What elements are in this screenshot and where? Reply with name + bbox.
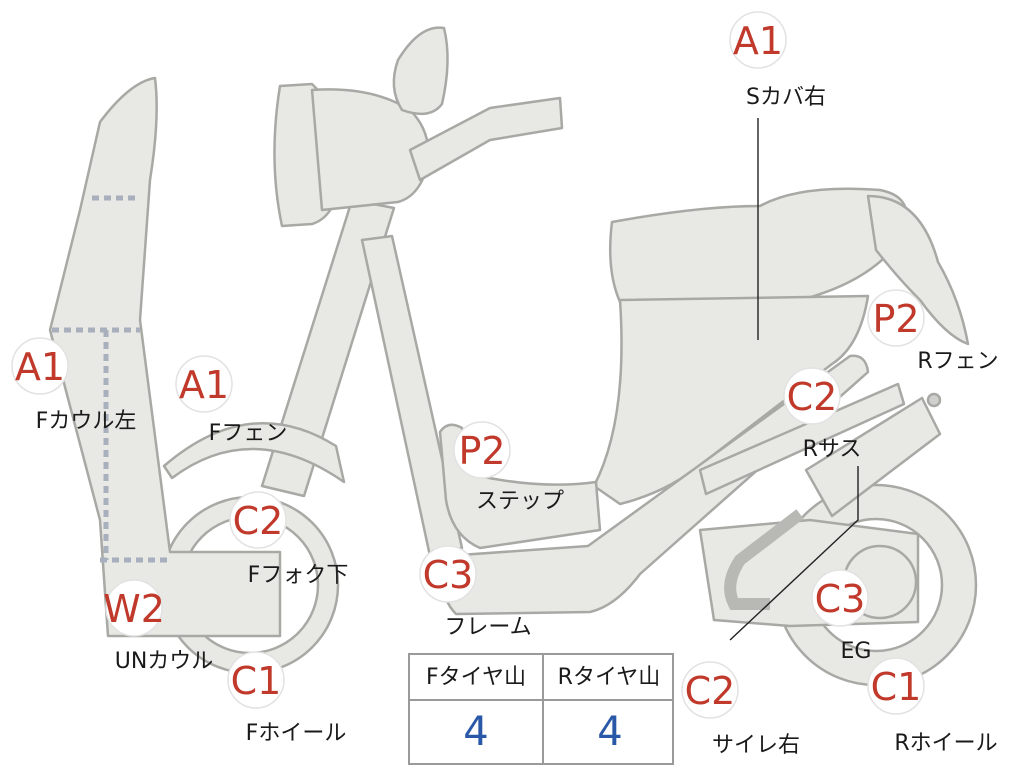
svg-text:C2: C2 bbox=[787, 375, 838, 419]
front-fork bbox=[260, 198, 396, 498]
svg-text:C1: C1 bbox=[871, 665, 922, 709]
svg-text:A1: A1 bbox=[15, 345, 65, 389]
svg-text:EG: EG bbox=[841, 639, 872, 664]
tire-tread-table: Fタイヤ山 Rタイヤ山 4 4 bbox=[408, 653, 674, 765]
svg-text:サイレ右: サイレ右 bbox=[712, 733, 800, 758]
muffler-pipe bbox=[724, 509, 804, 610]
svg-text:UNカウル: UNカウル bbox=[115, 649, 214, 674]
handle-cover bbox=[310, 88, 430, 212]
front-fender bbox=[162, 422, 346, 484]
svg-text:Rホイール: Rホイール bbox=[894, 731, 997, 756]
svg-text:フレーム: フレーム bbox=[444, 615, 531, 640]
svg-text:C1: C1 bbox=[231, 659, 282, 703]
svg-text:Fフェン: Fフェン bbox=[209, 421, 288, 446]
marker-uncowl: W2 UNカウル bbox=[103, 579, 214, 674]
svg-text:P2: P2 bbox=[872, 297, 919, 341]
front-tire-value: 4 bbox=[463, 709, 489, 755]
svg-text:C3: C3 bbox=[815, 577, 866, 621]
svg-text:C2: C2 bbox=[233, 499, 284, 543]
rear-tire-header: Rタイヤ山 bbox=[542, 655, 674, 701]
marker-frame: C3 フレーム bbox=[419, 545, 532, 640]
suspension-pivot bbox=[926, 392, 942, 408]
marker-engine: C3 EG bbox=[811, 569, 872, 664]
side-cover bbox=[592, 294, 870, 506]
marker-ffork: C2 Fフォク下 bbox=[229, 491, 349, 588]
marker-rwheel: C1 Rホイール bbox=[867, 657, 998, 756]
front-tire-header: Fタイヤ山 bbox=[410, 655, 542, 701]
marker-ffender: A1 Fフェン bbox=[175, 355, 288, 446]
svg-text:P2: P2 bbox=[458, 429, 505, 473]
svg-text:Rサス: Rサス bbox=[803, 437, 862, 462]
front-cowl bbox=[48, 76, 282, 638]
svg-text:ステップ: ステップ bbox=[476, 489, 564, 514]
leader-rsus bbox=[729, 466, 859, 641]
svg-text:C3: C3 bbox=[423, 553, 474, 597]
svg-text:Sカバ右: Sカバ右 bbox=[746, 85, 826, 110]
marker-scover: A1 Sカバ右 bbox=[729, 11, 826, 110]
svg-text:Fフォク下: Fフォク下 bbox=[248, 563, 349, 588]
handlebar bbox=[408, 96, 564, 182]
marker-fwheel: C1 Fホイール bbox=[227, 651, 347, 746]
svg-text:Fホイール: Fホイール bbox=[246, 721, 347, 746]
svg-text:A1: A1 bbox=[733, 19, 783, 63]
svg-text:C2: C2 bbox=[685, 669, 736, 713]
marker-step: P2 ステップ bbox=[453, 421, 564, 514]
rear-suspension bbox=[804, 396, 942, 518]
marker-rfender: P2 Rフェン bbox=[867, 289, 999, 374]
marker-muffler: C2 サイレ右 bbox=[681, 661, 800, 758]
svg-text:A1: A1 bbox=[179, 363, 229, 407]
rear-fender bbox=[866, 194, 970, 346]
svg-text:Rフェン: Rフェン bbox=[917, 349, 998, 374]
frame-tube bbox=[360, 234, 464, 558]
mirror bbox=[392, 26, 449, 116]
step-floor bbox=[438, 423, 602, 550]
svg-text:Fカウル左: Fカウル左 bbox=[36, 409, 137, 434]
svg-text:W2: W2 bbox=[103, 587, 165, 631]
marker-rsus: C2 Rサス bbox=[783, 367, 862, 462]
rear-tire-value: 4 bbox=[542, 701, 676, 763]
marker-fcowl: A1 Fカウル左 bbox=[11, 337, 137, 434]
